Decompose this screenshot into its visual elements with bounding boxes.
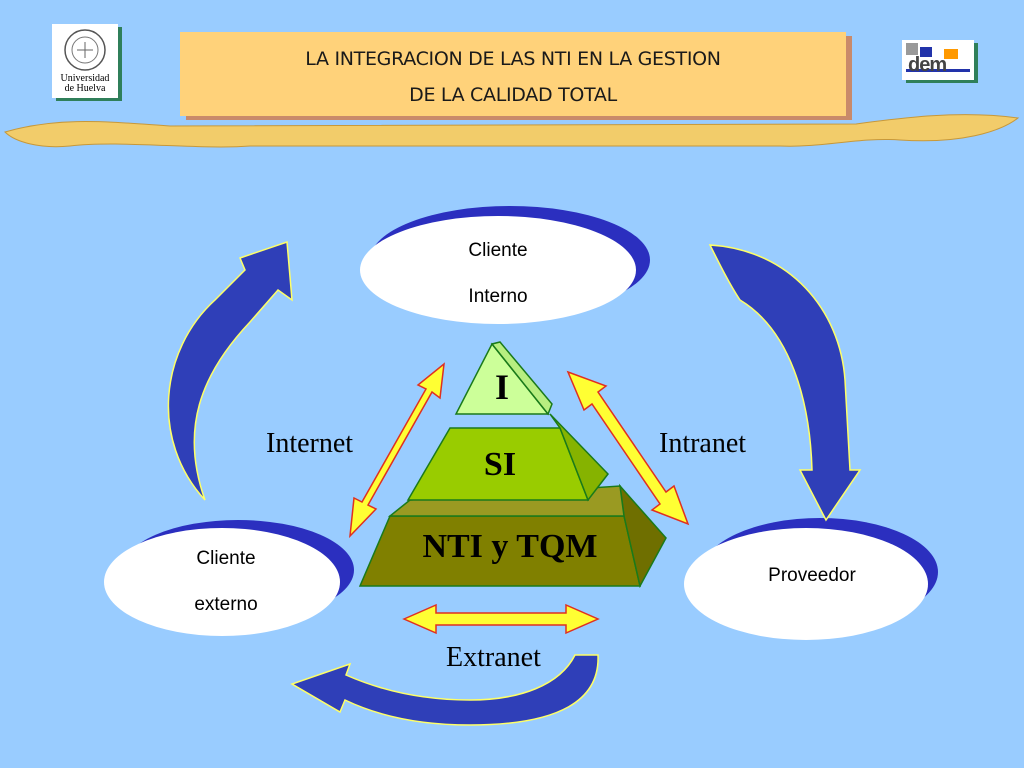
cliente-interno-line-1: Cliente	[468, 240, 528, 261]
cycle-arrow-right	[708, 244, 862, 522]
extranet-double-arrow	[402, 603, 600, 635]
proveedor-line-1: Proveedor	[768, 565, 856, 586]
university-logo-line-1: Universidad	[60, 73, 110, 84]
label-intranet: Intranet	[659, 428, 747, 459]
pyramid-label-middle: SI	[483, 446, 517, 483]
cycle-arrow-left	[167, 240, 293, 501]
label-internet: Internet	[266, 428, 354, 459]
intranet-double-arrow	[566, 370, 690, 526]
ellipse-cliente-externo	[104, 520, 354, 636]
university-logo: Universidad de Huelva	[52, 24, 118, 98]
node-cliente-externo: Cliente externo	[126, 536, 326, 628]
title-wave-band	[4, 114, 1020, 148]
ellipse-cliente-interno	[360, 206, 650, 324]
pyramid-label-top: I	[494, 367, 509, 407]
ellipse-proveedor	[684, 518, 938, 640]
node-cliente-interno: Cliente Interno	[398, 228, 598, 320]
pyramid-label-bottom: NTI y TQM	[422, 528, 598, 565]
cliente-externo-line-1: Cliente	[196, 548, 256, 569]
pyramid	[358, 341, 667, 589]
dem-logo-mark	[906, 43, 970, 72]
pyramid-middle-side	[549, 413, 609, 502]
title-line-2: DE LA CALIDAD TOTAL	[409, 84, 617, 106]
pyramid-top-side	[490, 341, 553, 416]
university-logo-text: Universidad de Huelva	[52, 74, 118, 94]
cliente-interno-line-2: Interno	[468, 286, 528, 307]
label-extranet: Extranet	[446, 642, 541, 673]
internet-double-arrow	[349, 362, 445, 539]
title-box: LA INTEGRACION DE LAS NTI EN LA GESTION …	[180, 32, 846, 116]
node-proveedor: Proveedor	[712, 553, 912, 599]
dem-logo: dem	[902, 40, 974, 80]
dem-logo-text: dem	[908, 54, 947, 76]
university-logo-line-2: de Huelva	[64, 83, 106, 94]
cycle-arrow-bottom	[290, 654, 599, 726]
university-seal-icon	[64, 29, 106, 71]
title-line-1: LA INTEGRACION DE LAS NTI EN LA GESTION	[305, 48, 721, 70]
cliente-externo-line-2: externo	[194, 594, 258, 615]
